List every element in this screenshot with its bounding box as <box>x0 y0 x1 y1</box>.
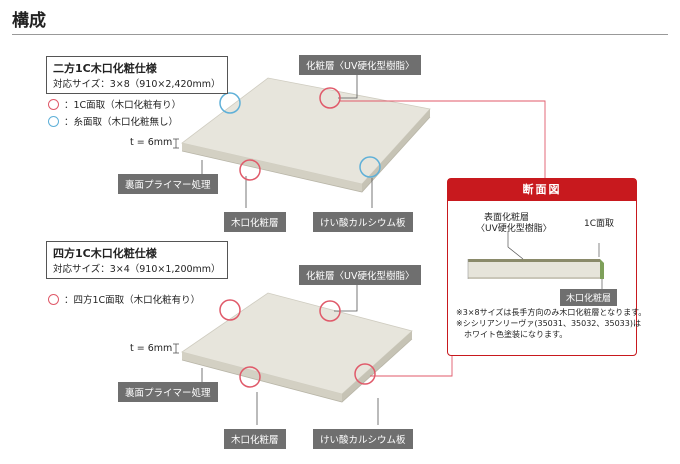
red-ring-icon <box>48 293 59 305</box>
spec-title-1: 二方1C木口化粧仕様 <box>53 62 157 75</box>
callout-ring-blue-1 <box>219 92 241 114</box>
tag-board-2: けい酸カルシウム板 <box>313 429 413 449</box>
tag-surface-1: 化粧層〈UV硬化型樹脂〉 <box>299 55 422 75</box>
chamfer-label: 1C面取 <box>584 219 615 229</box>
surface-label-2: 〈UV硬化型樹脂〉 <box>476 224 552 234</box>
callout-ring-red-4 <box>319 300 341 322</box>
legend-blue-1: ：糸面取（木口化粧無し） <box>48 114 178 128</box>
thickness-label-2: t = 6mm <box>130 343 173 354</box>
section-note-3: ホワイト色塗装になります。 <box>456 330 568 339</box>
board-1 <box>181 77 431 193</box>
spec-box-2: 四方1C木口化粧仕様 対応サイズ：3×4（910×1,200mm） <box>46 241 228 279</box>
spec-size-1: 対応サイズ：3×8（910×2,420mm） <box>53 79 221 90</box>
section-edge-tag: 木口化粧層 <box>560 289 618 306</box>
thickness-bracket-1 <box>173 138 179 149</box>
legend-red-1: ：1C面取（木口化粧有り） <box>48 97 181 111</box>
tag-board-1: けい酸カルシウム板 <box>313 212 413 232</box>
title-divider <box>12 34 668 35</box>
section-note-2: ※シシリアンリーヴァ(35031、35032、35033)は <box>456 319 641 328</box>
thickness-bracket-2 <box>173 343 179 354</box>
cross-section-drawing <box>467 231 604 291</box>
cross-section-panel: 断面図 表面化粧層 〈UV硬化型樹脂〉 1C面取 木口化粧層 ※3×8サイズは長… <box>447 178 646 356</box>
legend-red-text-2: ：四方1C面取（木口化粧有り） <box>64 295 201 306</box>
callout-ring-blue-2 <box>359 156 381 178</box>
red-ring-icon <box>48 98 59 110</box>
callout-ring-red-6 <box>354 363 376 385</box>
page-title: 構成 <box>12 11 46 31</box>
spec-title-2: 四方1C木口化粧仕様 <box>53 247 157 260</box>
cross-section-title: 断面図 <box>448 179 636 201</box>
section-connectors <box>340 100 546 377</box>
legend-red-2: ：四方1C面取（木口化粧有り） <box>48 292 200 306</box>
tag-surface-2: 化粧層〈UV硬化型樹脂〉 <box>299 265 422 285</box>
tag-edge-2: 木口化粧層 <box>224 429 286 449</box>
legend-red-text-1: ：1C面取（木口化粧有り） <box>64 100 182 111</box>
callout-ring-red-2 <box>239 159 261 181</box>
spec-box-1: 二方1C木口化粧仕様 対応サイズ：3×8（910×2,420mm） <box>46 56 228 94</box>
tag-edge-1: 木口化粧層 <box>224 212 286 232</box>
callout-ring-red-5 <box>239 366 261 388</box>
section-note-1: ※3×8サイズは長手方向のみ木口化粧層となります。 <box>456 308 647 317</box>
surface-label-1: 表面化粧層 <box>484 213 530 223</box>
thickness-label-1: t = 6mm <box>130 137 173 148</box>
blue-ring-icon <box>48 115 59 127</box>
legend-blue-text-1: ：糸面取（木口化粧無し） <box>64 117 179 128</box>
board-2 <box>181 292 413 403</box>
section-notes: ※3×8サイズは長手方向のみ木口化粧層となります。 ※シシリアンリーヴァ(350… <box>456 307 646 340</box>
callout-ring-red-1 <box>319 87 341 109</box>
spec-size-2: 対応サイズ：3×4（910×1,200mm） <box>53 264 221 275</box>
callout-ring-red-3 <box>219 299 241 321</box>
tag-primer-2: 裏面プライマー処理 <box>118 382 218 402</box>
tag-primer-1: 裏面プライマー処理 <box>118 174 218 194</box>
